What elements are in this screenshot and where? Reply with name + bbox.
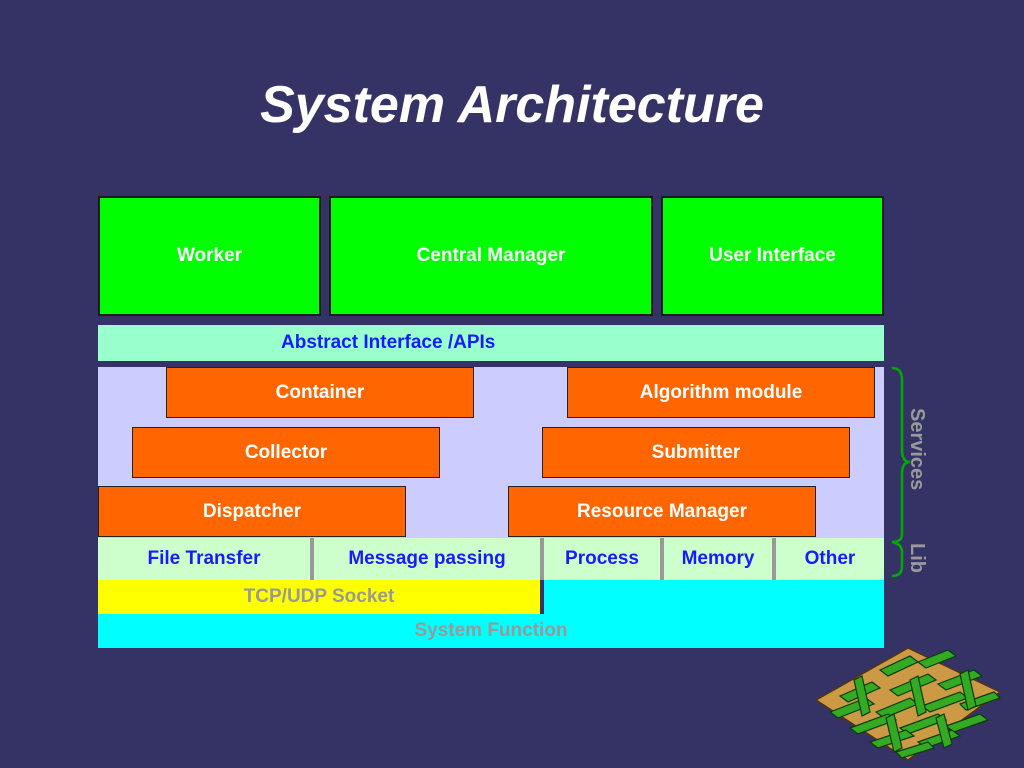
abstract-interface-bar: Abstract Interface /APIs <box>98 325 884 361</box>
central-manager-box: Central Manager <box>329 196 653 316</box>
lib-layer <box>98 538 884 580</box>
collector-box: Collector <box>132 427 440 478</box>
services-label: Services <box>906 408 928 491</box>
message-passing-cell: Message passing <box>348 548 506 569</box>
worker-box: Worker <box>98 196 321 316</box>
dispatcher-box: Dispatcher <box>98 486 406 537</box>
maze-icon <box>814 647 1002 761</box>
submitter-box: Submitter <box>542 427 850 478</box>
process-cell: Process <box>565 548 639 569</box>
lib-divider <box>660 538 664 580</box>
resource-manager-box: Resource Manager <box>508 486 816 537</box>
memory-cell: Memory <box>681 548 755 569</box>
lib-divider <box>310 538 314 580</box>
system-function-box: System Function <box>98 614 884 648</box>
algorithm-module-box: Algorithm module <box>567 367 875 418</box>
services-brace-icon <box>891 366 911 578</box>
lib-divider <box>540 538 544 580</box>
user-interface-box: User Interface <box>661 196 884 316</box>
other-cell: Other <box>804 548 856 569</box>
page-title: System Architecture <box>260 76 764 134</box>
tcp-udp-socket-box: TCP/UDP Socket <box>98 580 540 614</box>
file-transfer-cell: File Transfer <box>147 548 261 569</box>
tcp-row-spacer <box>544 580 884 614</box>
container-box: Container <box>166 367 474 418</box>
lib-divider <box>772 538 776 580</box>
lib-label: Lib <box>906 543 928 573</box>
